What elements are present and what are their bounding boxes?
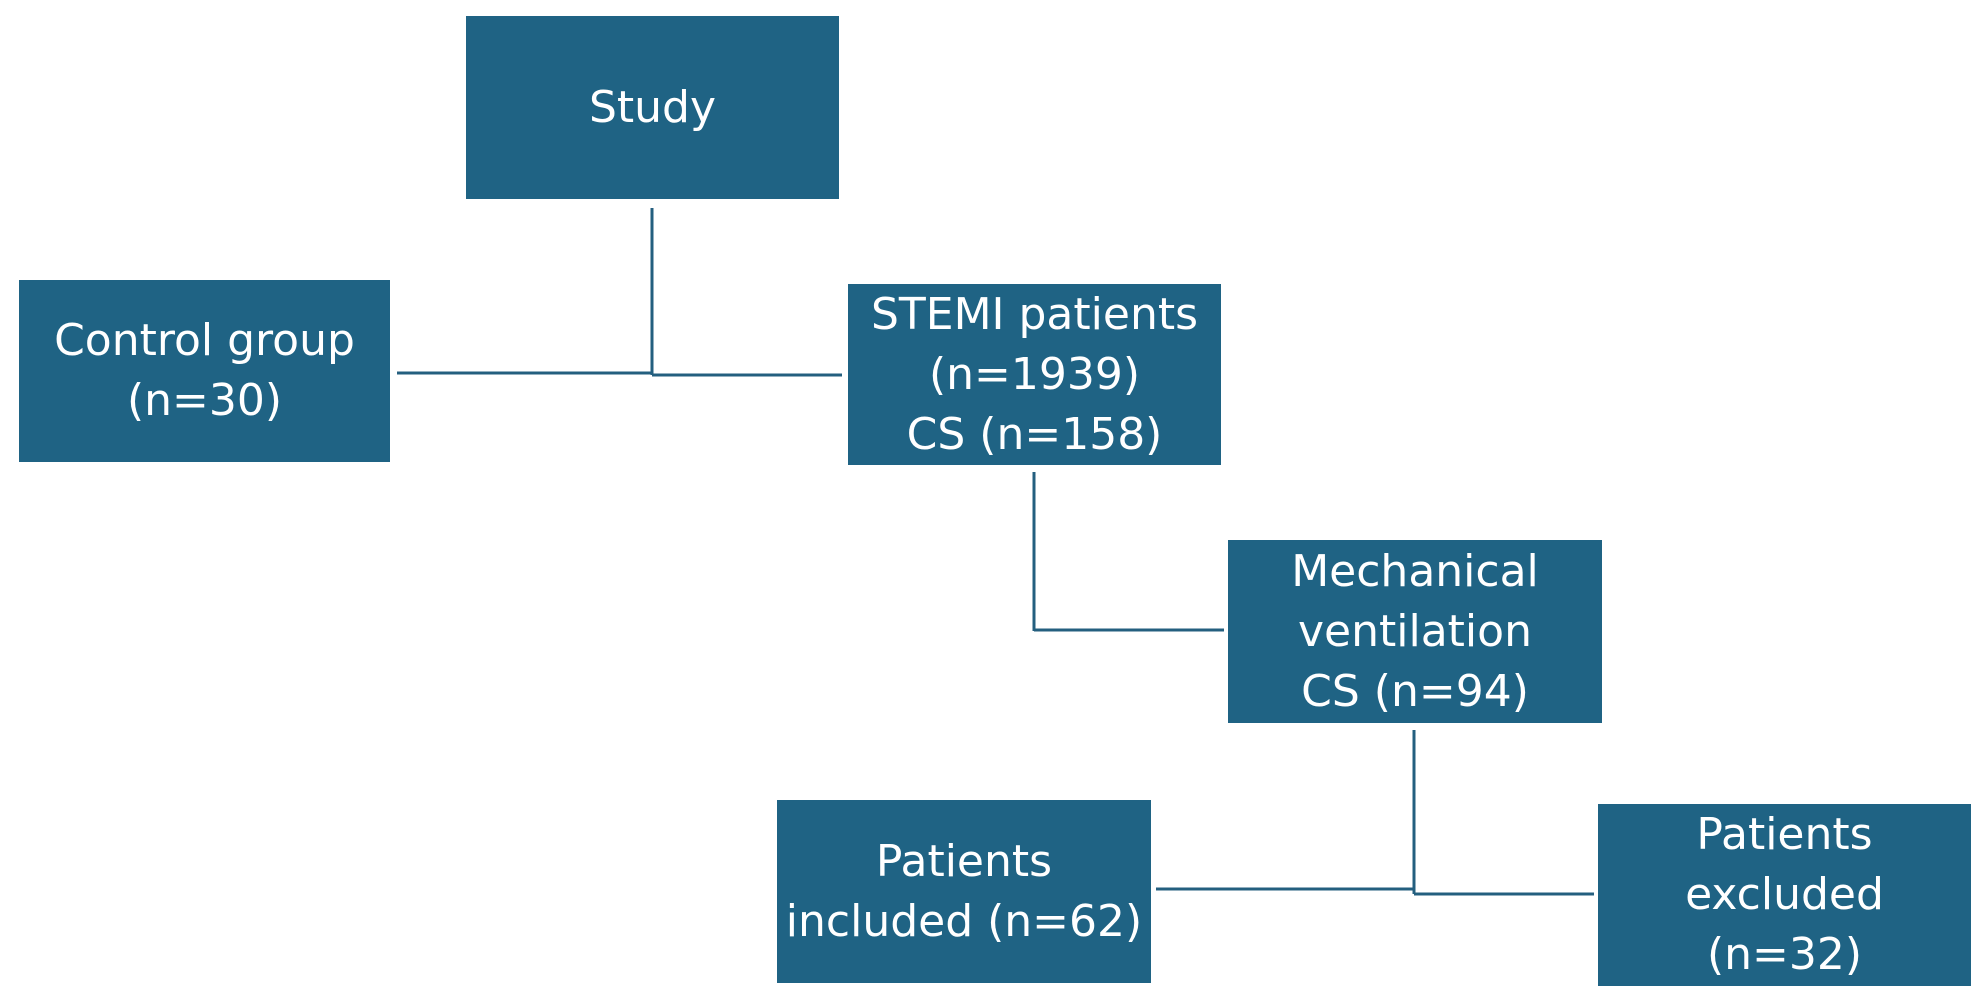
node-patients-included-line-1: Patients — [875, 835, 1053, 887]
node-stemi-patients-line-3: CS (n=158) — [906, 408, 1163, 460]
node-mechanical-ventilation-line-2: ventilation — [1298, 605, 1532, 657]
node-control-group-line-2: (n=30) — [126, 375, 283, 426]
node-patients-excluded: Patients excluded (n=32) — [1598, 804, 1971, 986]
node-study-line-1: Study — [588, 81, 717, 133]
node-patients-excluded-line-3: (n=32) — [1706, 929, 1863, 980]
node-stemi-patients-line-1: STEMI patients — [870, 288, 1199, 340]
node-mechanical-ventilation-line-1: Mechanical — [1291, 545, 1539, 597]
node-mechanical-ventilation: Mechanical ventilation CS (n=94) — [1228, 540, 1602, 723]
node-patients-excluded-line-1: Patients — [1696, 809, 1873, 860]
node-control-group: Control group (n=30) — [19, 280, 390, 462]
node-patients-excluded-line-2: excluded — [1685, 869, 1884, 920]
node-mechanical-ventilation-line-3: CS (n=94) — [1301, 665, 1529, 717]
node-stemi-patients: STEMI patients (n=1939) CS (n=158) — [848, 284, 1221, 465]
node-patients-included: Patients included (n=62) — [777, 800, 1151, 983]
node-study: Study — [466, 16, 839, 199]
node-patients-included-line-2: included (n=62) — [785, 895, 1143, 947]
node-stemi-patients-line-2: (n=1939) — [928, 348, 1141, 400]
node-control-group-line-1: Control group — [54, 315, 355, 366]
